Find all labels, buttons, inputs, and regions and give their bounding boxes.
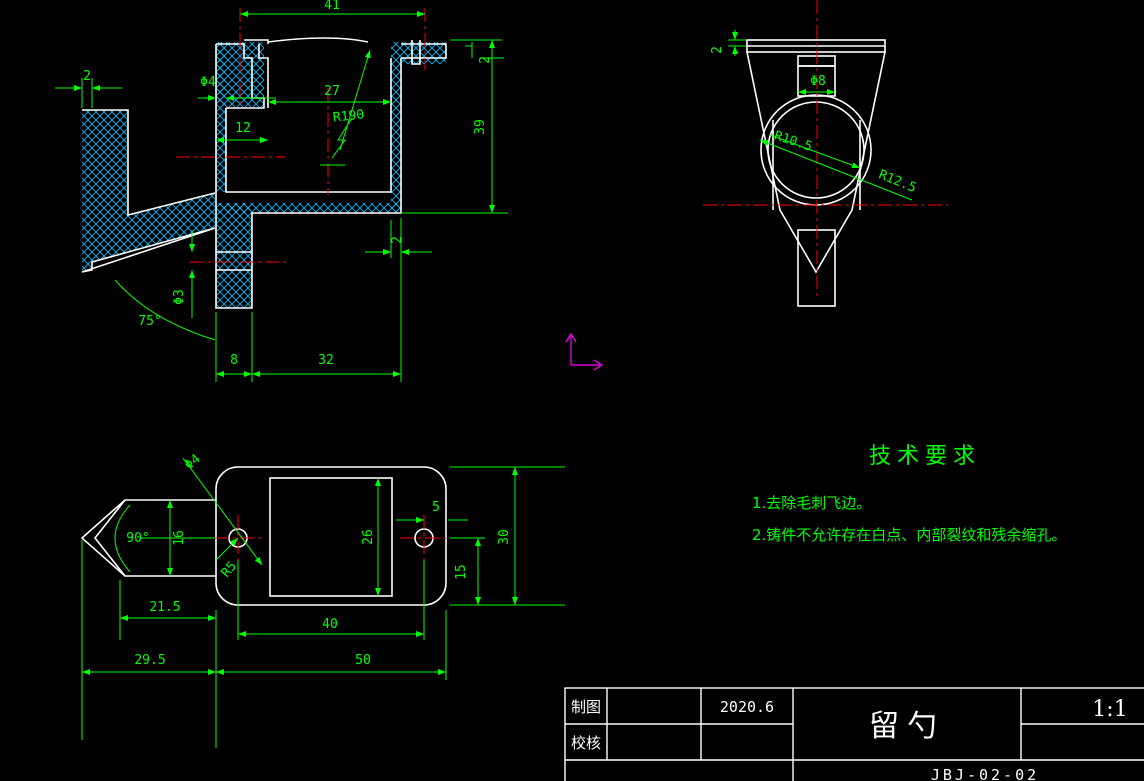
plan-view: Φ4 90° 16 R5 21.5 29.5 40 50 26 5 15 30: [80, 451, 565, 748]
dim-pin-dia: Φ3: [172, 289, 187, 305]
plan-view-centerlines: [190, 515, 448, 560]
dim-lip: 2: [478, 56, 493, 64]
dim-hole-dia: Φ4: [200, 75, 216, 90]
title-block-grid: [564, 687, 1144, 781]
dim-plan-16: 16: [172, 530, 187, 546]
dim-plan-angle: 90°: [126, 531, 149, 546]
dim-plan-15: 15: [454, 564, 469, 580]
dim-angle: 75°: [138, 314, 161, 329]
dim-left-wall: 12: [235, 121, 251, 136]
dim-radius: R190: [332, 107, 365, 125]
notes-item-1: 1.去除毛刺飞边。: [752, 494, 871, 512]
dim-base-right: 32: [318, 353, 334, 368]
dim-plan-26: 26: [361, 529, 376, 545]
dim-plan-30: 30: [497, 529, 512, 545]
dim-side-r1: R10.5: [772, 128, 814, 154]
dim-side-dia: Φ8: [810, 74, 826, 89]
scale: 1:1: [1092, 697, 1127, 722]
dim-plan-215: 21.5: [149, 600, 180, 615]
technical-notes: 技术要求 1.去除毛刺飞边。 2.铸件不允许存在白点、内部裂纹和残余缩孔。: [752, 444, 1066, 544]
part-name: 留勺: [869, 709, 945, 744]
plan-view-outline: [80, 466, 447, 606]
front-view-dim-lines: [55, 11, 508, 382]
front-view-hatch: [82, 42, 446, 308]
check-label: 校核: [571, 734, 601, 752]
drawing-date: 2020.6: [720, 698, 774, 716]
dim-plan-5: 5: [432, 500, 440, 515]
ucs-icon: [565, 332, 604, 371]
dim-bottom-wall: 2: [390, 236, 405, 244]
side-view-centerlines: [703, 0, 948, 300]
dim-plan-hole: Φ4: [182, 451, 204, 473]
plan-view-dim-lines: [81, 457, 565, 748]
dim-plan-40: 40: [322, 617, 338, 632]
side-view: 2 Φ8 R10.5 R12.5: [703, 0, 948, 307]
drawing-number: JBJ-02-02: [931, 766, 1039, 781]
dim-plan-r5: R5: [219, 559, 241, 581]
dim-plan-50: 50: [355, 653, 371, 668]
title-block: 制图 校核 2020.6 留勺 1:1 JBJ-02-02: [564, 687, 1144, 781]
dim-height: 39: [473, 119, 488, 135]
front-view: 41 2 Φ4 27 12 R190 2 39 2 Φ3 75° 8 32: [55, 0, 508, 382]
side-view-dim-lines: [728, 30, 913, 201]
dim-base-left: 8: [230, 353, 238, 368]
dim-plan-295: 29.5: [134, 653, 165, 668]
notes-title: 技术要求: [869, 444, 981, 469]
drawn-label: 制图: [571, 698, 601, 716]
front-view-outline: [81, 37, 447, 309]
dim-wall: 2: [83, 69, 91, 84]
dim-side-r2: R12.5: [876, 167, 918, 196]
dim-side-top: 2: [710, 46, 725, 54]
dim-top-width: 41: [324, 0, 340, 13]
front-view-centerlines: [176, 8, 426, 263]
dim-inner-width: 27: [324, 84, 340, 99]
notes-item-2: 2.铸件不允许存在白点、内部裂纹和残余缩孔。: [752, 526, 1066, 544]
